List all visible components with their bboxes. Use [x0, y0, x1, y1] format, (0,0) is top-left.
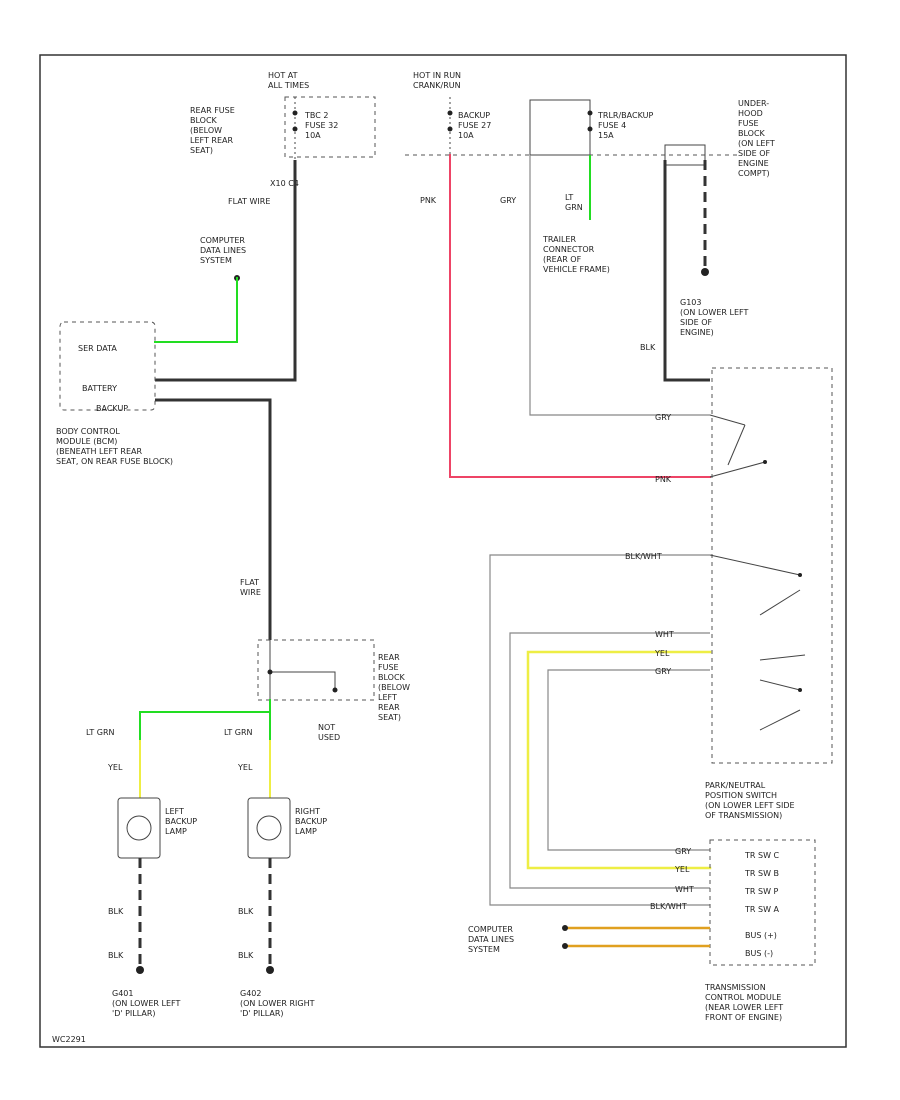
wire-battery-feed — [155, 160, 297, 382]
label-wire-yel-left: YEL — [107, 763, 123, 772]
label-wire-yel-right: YEL — [237, 763, 253, 772]
label-wire-pnk-2: PNK — [655, 475, 672, 484]
wire-blk-ground — [663, 160, 710, 382]
park-neutral-switch-box — [711, 367, 833, 764]
label-battery: BATTERY — [82, 384, 117, 393]
label-wire-wht-1: WHT — [655, 630, 674, 639]
label-wire-yel-sw: YEL — [654, 649, 670, 658]
ground-g401-icon — [136, 966, 144, 974]
rear-fuse-block-box — [284, 96, 376, 158]
label-backup: BACKUP — [96, 404, 128, 413]
label-wire-blk-right-2: BLK — [238, 951, 254, 960]
left-backup-lamp-icon — [126, 815, 152, 841]
wire-gry-2 — [547, 669, 710, 851]
wire-wht — [509, 632, 710, 889]
label-class2-2: BUS (-) — [745, 949, 773, 958]
wire-gry — [529, 155, 710, 416]
label-wire-blk-wht-1: BLK/WHT — [625, 552, 662, 561]
rear-fuse-block-2-box — [257, 639, 375, 701]
label-class2-1: BUS (+) — [745, 931, 777, 940]
label-wire-yel-tcm: YEL — [674, 865, 690, 874]
label-flat-wire-1: FLAT WIRE — [228, 197, 270, 206]
wire-blk-wht — [489, 554, 710, 906]
wire-backup-output — [155, 398, 272, 640]
label-tr-sw-a: TR SW A — [744, 905, 780, 914]
left-backup-lamp-box — [117, 797, 161, 859]
label-tr-sw-c: TR SW C — [744, 851, 780, 860]
tcm-box — [709, 839, 816, 966]
wire-pnk-backup-feed — [449, 154, 711, 478]
label-ser-data: SER DATA — [78, 344, 117, 353]
label-tr-sw-b: TR SW B — [744, 869, 779, 878]
label-wire-blk-left-1: BLK — [108, 907, 124, 916]
wire-ser-data — [154, 277, 238, 343]
label-wire-gry-sw: GRY — [655, 667, 671, 676]
label-wire-blk-left-2: BLK — [108, 951, 124, 960]
ground-g103-icon — [701, 268, 709, 276]
label-wire-gry-2: GRY — [655, 413, 671, 422]
label-wire-lt-grn-right: LT GRN — [224, 728, 253, 737]
label-wire-wht-2: WHT — [675, 885, 694, 894]
label-wire-lt-grn-left: LT GRN — [86, 728, 115, 737]
label-wire-gry-1: GRY — [500, 196, 516, 205]
label-g402: G402(ON LOWER RIGHT'D' PILLAR) — [240, 989, 315, 1018]
diagram-frame — [39, 54, 847, 1048]
label-conn-x1-c4: X10 C4 — [270, 179, 299, 188]
label-wire-gry-tcm: GRY — [675, 847, 691, 856]
label-wire-blk-right-1: BLK — [238, 907, 254, 916]
label-g401: G401(ON LOWER LEFT'D' PILLAR) — [112, 989, 180, 1018]
ground-g402-icon — [266, 966, 274, 974]
label-wire-pnk-1: PNK — [420, 196, 437, 205]
right-backup-lamp-box — [247, 797, 291, 859]
label-wire-blk-g103: BLK — [640, 343, 656, 352]
label-wire-blk-wht-2: BLK/WHT — [650, 902, 687, 911]
wire-lt-grn-splice — [139, 699, 271, 741]
right-backup-lamp-icon — [256, 815, 282, 841]
bcm-box — [59, 321, 156, 411]
footer-code: WC2291 — [52, 1035, 86, 1044]
label-tr-sw-p: TR SW P — [744, 887, 779, 896]
wire-yel — [526, 650, 712, 870]
